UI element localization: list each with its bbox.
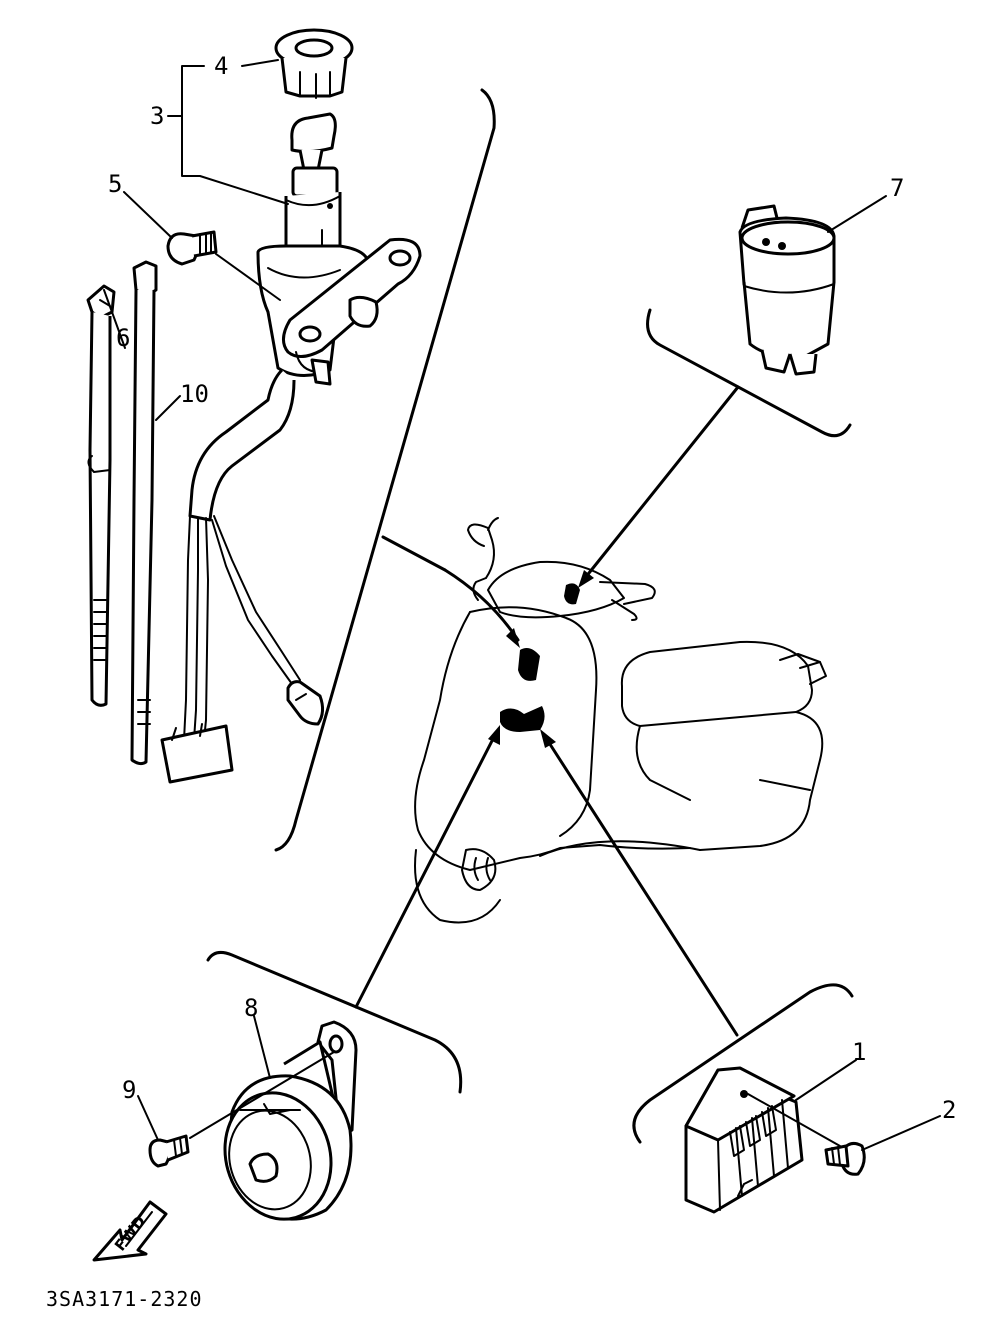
- fwd-arrow-icon: FWD: [92, 1200, 168, 1262]
- callout-6: 6: [116, 324, 130, 352]
- callout-leaders: [103, 59, 941, 1151]
- group-brackets: [206, 88, 854, 1144]
- callout-1: 1: [852, 1038, 866, 1066]
- scooter-outline: [414, 517, 827, 924]
- callout-10: 10: [180, 380, 209, 408]
- screw-part-9: [148, 1134, 190, 1168]
- callout-7: 7: [890, 174, 904, 202]
- part-code: 3SA3171-2320: [46, 1287, 203, 1311]
- main-switch-assembly: [86, 28, 422, 784]
- callout-5: 5: [108, 170, 122, 198]
- relay-part-7: [738, 204, 836, 376]
- cable-tie-part-10: [130, 260, 158, 766]
- screw-part-5: [166, 230, 281, 301]
- horn-part-8: [189, 1020, 358, 1221]
- callout-numbers: 1 2 3 4 5 6 7 8 9 10: [108, 52, 956, 1124]
- leader-arrows: [354, 385, 740, 1037]
- callout-3: 3: [150, 102, 164, 130]
- key: [290, 112, 339, 198]
- callout-9: 9: [122, 1076, 136, 1104]
- switch-cap-part-4: [274, 28, 354, 99]
- callout-8: 8: [244, 994, 258, 1022]
- rectifier-part-1: [684, 1066, 841, 1214]
- cable-tie-part-6: [86, 284, 116, 707]
- callout-2: 2: [942, 1096, 956, 1124]
- callout-4: 4: [214, 52, 228, 80]
- bolt-part-2: [824, 1141, 866, 1176]
